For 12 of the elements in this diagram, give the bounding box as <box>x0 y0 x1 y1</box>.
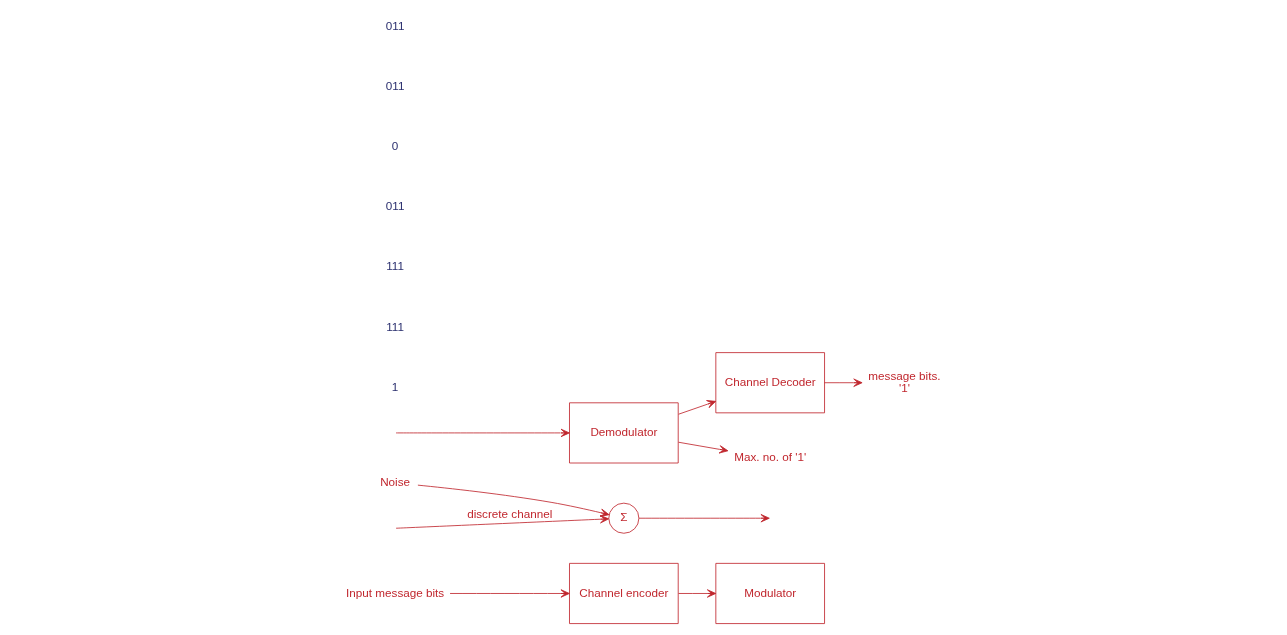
label: 011 <box>385 199 405 213</box>
label: 111 <box>386 319 404 333</box>
label: 011 <box>385 78 405 92</box>
node-text: Noise <box>380 475 411 489</box>
label: 0 <box>391 138 399 152</box>
label: 111 <box>386 259 404 273</box>
node-text: Input message bits <box>346 585 445 599</box>
node-text: Max. no. of '1' <box>734 450 807 464</box>
label: 011 <box>385 18 405 32</box>
node-text: message bits. '1' <box>868 368 941 395</box>
edge-label: discrete channel <box>467 506 553 520</box>
label: 1 <box>391 379 399 393</box>
